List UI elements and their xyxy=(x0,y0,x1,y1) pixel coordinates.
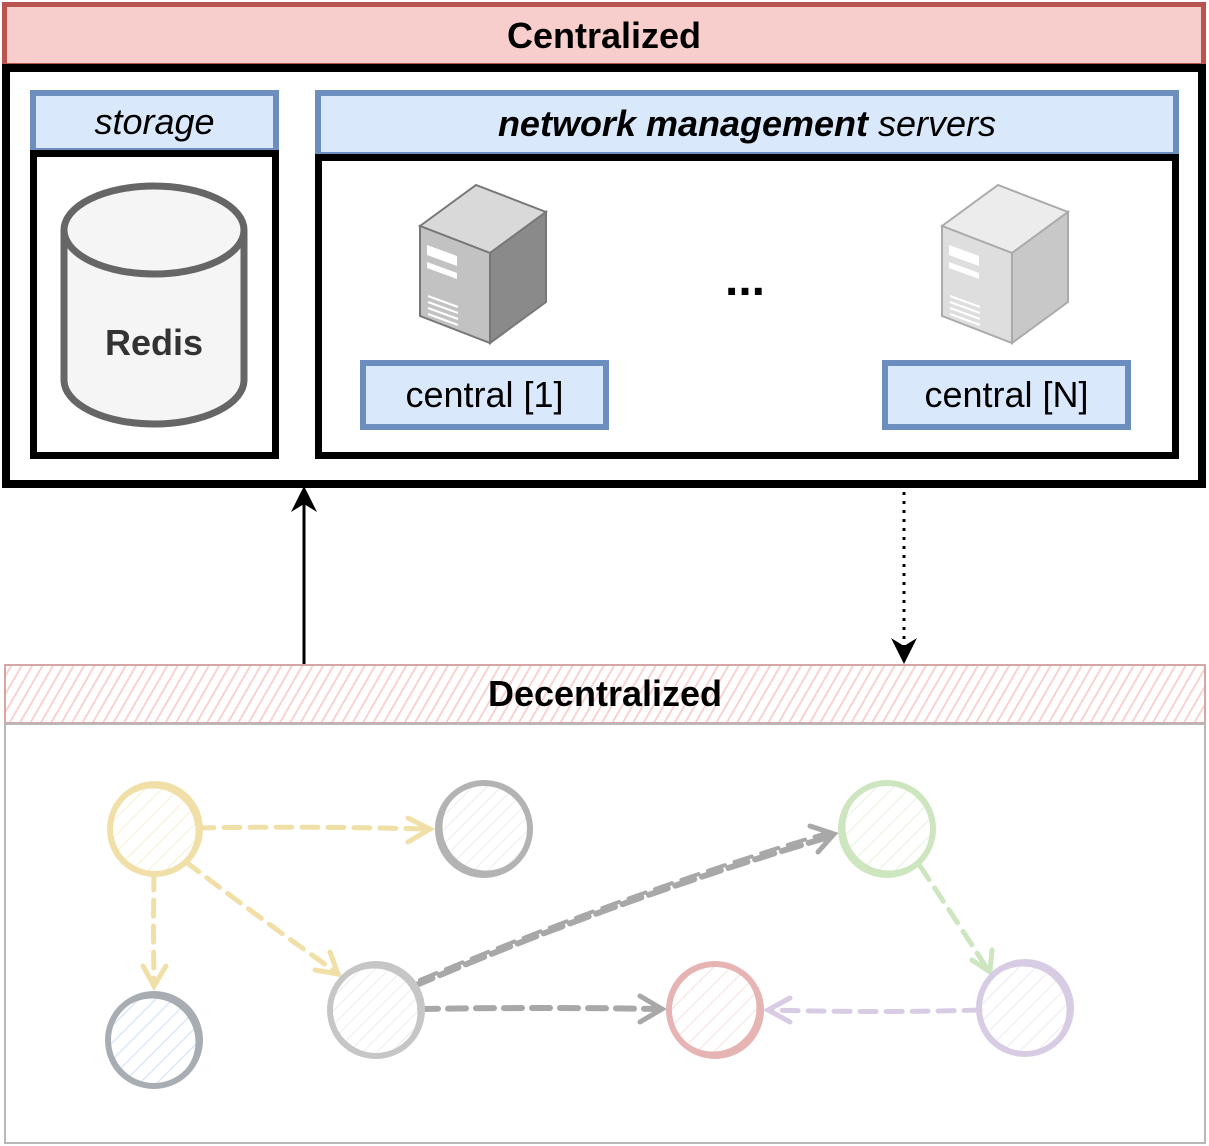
server-1-icon xyxy=(417,183,549,345)
arrow-up-to-centralized xyxy=(291,486,317,664)
decentralized-container xyxy=(4,723,1206,1144)
redis-label: Redis xyxy=(104,322,204,363)
storage-title: storage xyxy=(30,90,279,154)
database-icon xyxy=(60,182,248,428)
nms-title-bold: network management xyxy=(497,103,869,144)
arrow-down-to-decentralized xyxy=(891,492,917,664)
server-n-icon xyxy=(939,183,1071,345)
servers-ellipsis: ... xyxy=(724,253,765,306)
server-1-label: central [1] xyxy=(360,360,609,430)
decentralized-header: Decentralized xyxy=(4,664,1206,724)
nms-title-rest: servers xyxy=(868,103,997,144)
server-n-label: central [N] xyxy=(882,360,1131,430)
